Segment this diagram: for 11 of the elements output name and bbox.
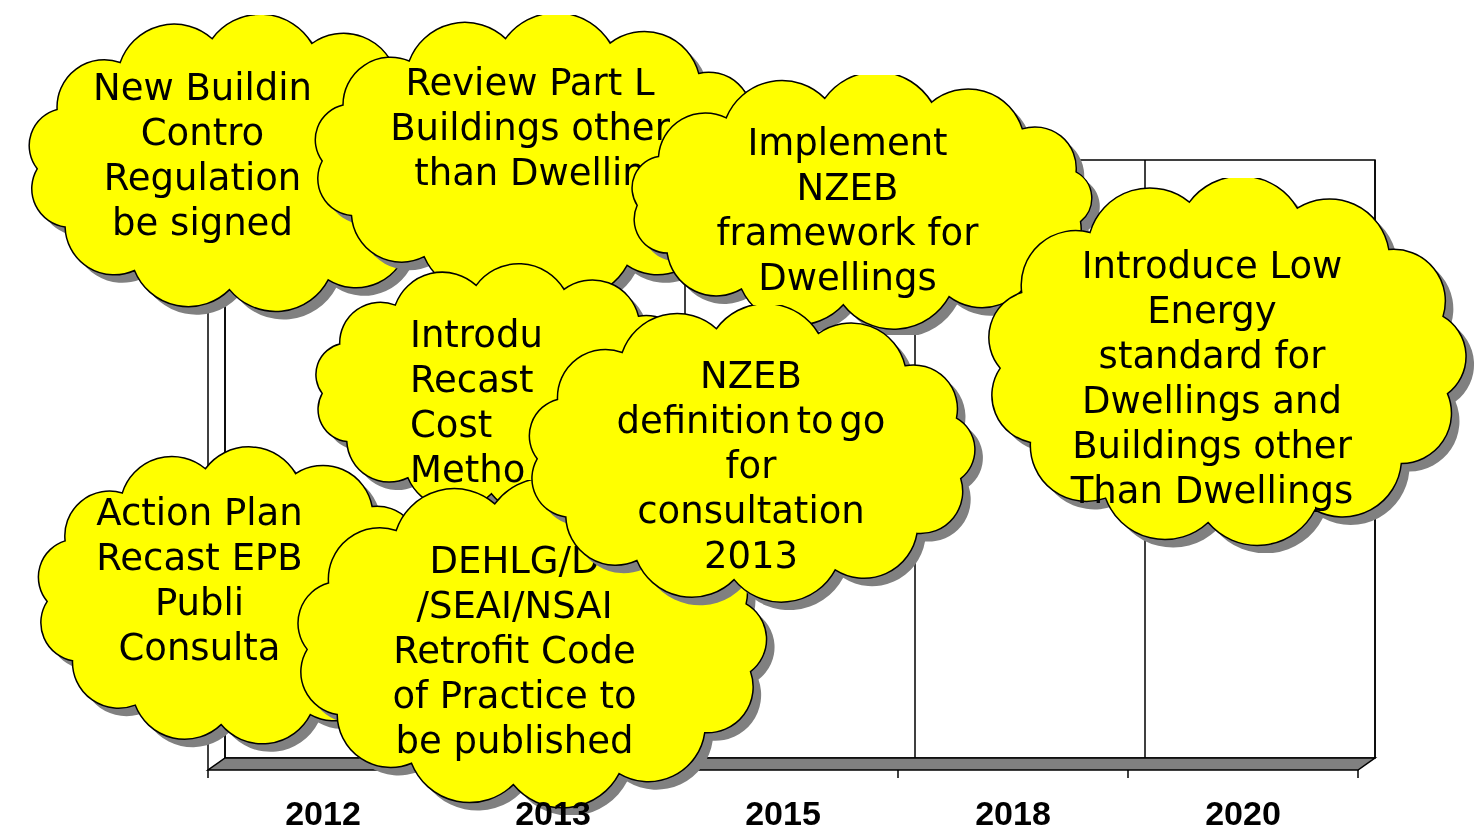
year-label: 2015 — [745, 794, 821, 832]
cloud-text: Action Plan Recast EPB Publi Consulta — [95, 490, 304, 670]
cloud-text: Introduce Low Energy standard for Dwellings and Buildings other Than Dwellings — [1069, 243, 1355, 513]
year-label: 2018 — [975, 794, 1051, 832]
cloud-text: NZEB definition to go for consultation 2013 — [615, 353, 887, 578]
cloud-text: Introdu Recast Cost Metho — [410, 312, 544, 492]
year-label: 2020 — [1205, 794, 1281, 832]
year-label: 2013 — [515, 794, 591, 832]
cloud-text: New Buildin Contro Regulation be signed — [91, 65, 314, 245]
cloud-text: Implement NZEB framework for Dwellings — [715, 120, 980, 300]
year-label: 2012 — [285, 794, 361, 832]
